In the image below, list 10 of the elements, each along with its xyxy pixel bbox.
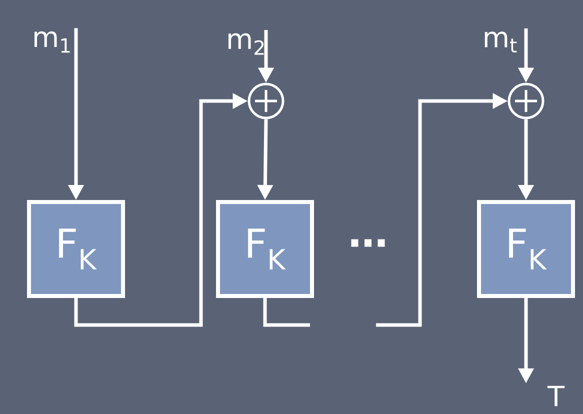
variable-label: m$_{t}$ bbox=[484, 32, 517, 52]
function-box: F$_{K}$ bbox=[477, 200, 575, 298]
variable-label: T bbox=[547, 386, 565, 406]
function-box: F$_{K}$ bbox=[27, 200, 125, 298]
xor-symbol bbox=[248, 82, 284, 120]
variable-label: m$_{1}$ bbox=[34, 31, 70, 53]
xor-symbol bbox=[508, 82, 544, 120]
function-box: F$_{K}$ bbox=[216, 200, 314, 298]
variable-label: m$_{2}$ bbox=[228, 33, 264, 55]
ellipsis: … bbox=[351, 239, 385, 247]
